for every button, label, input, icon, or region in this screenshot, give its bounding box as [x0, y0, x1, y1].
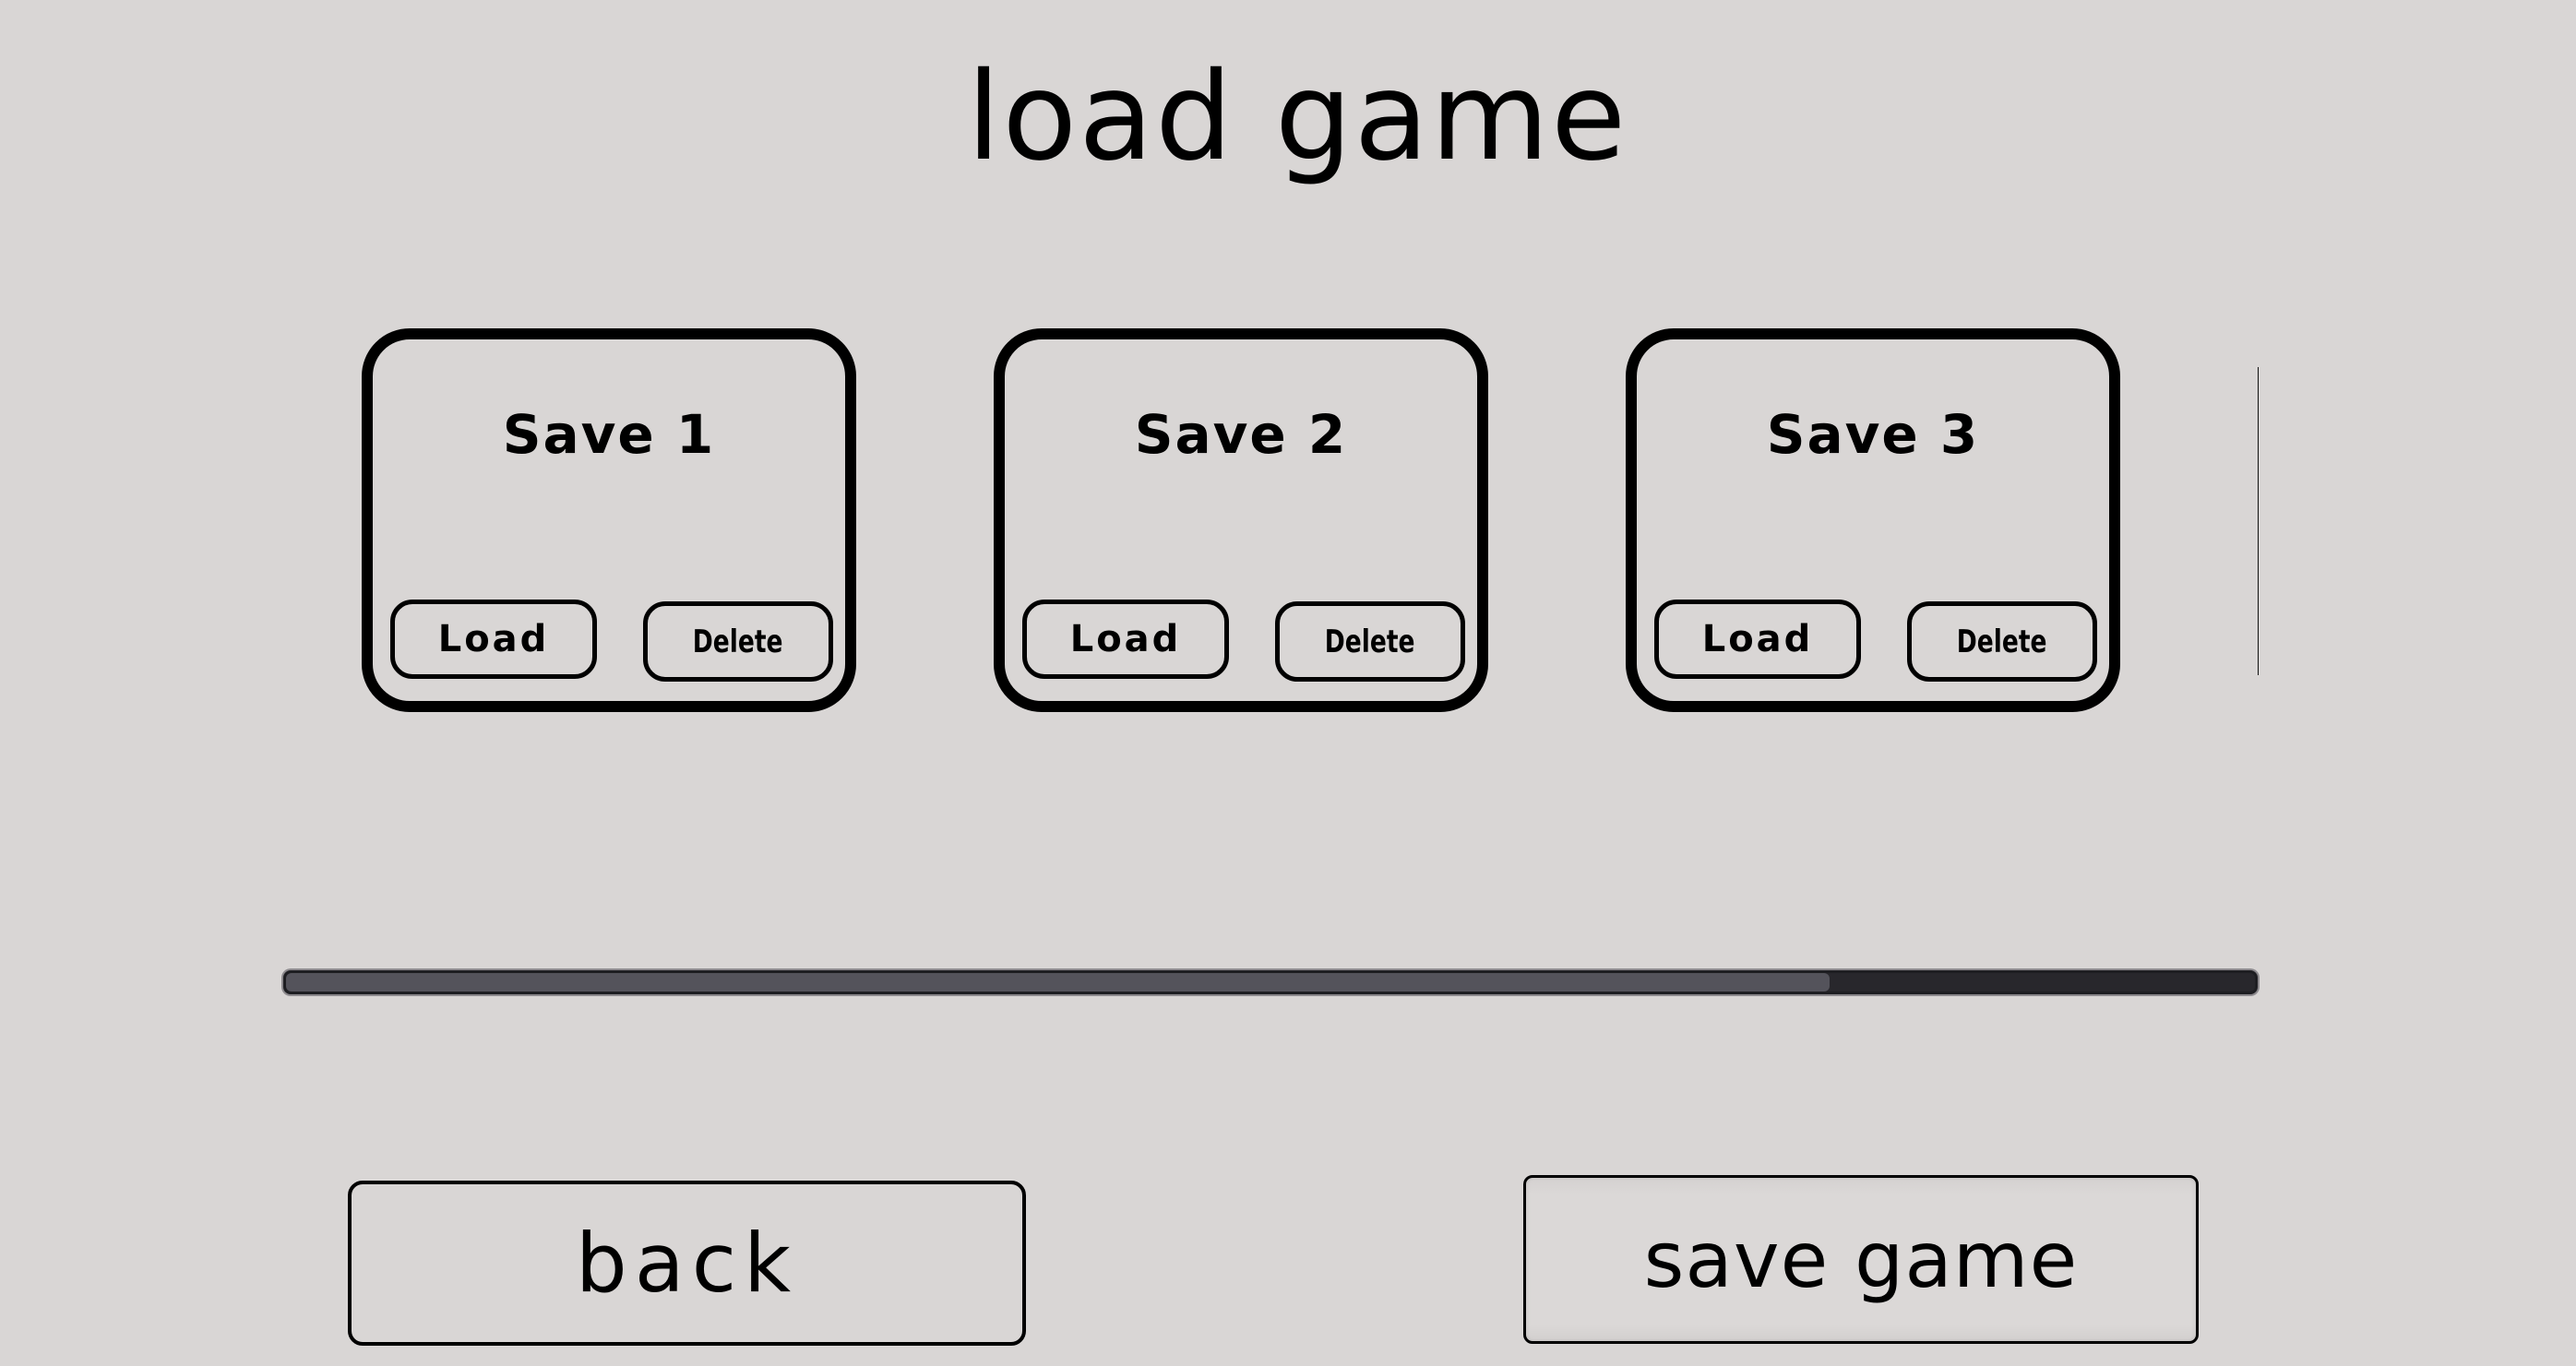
page-title: load game	[966, 46, 1628, 188]
save-slot-title: Save 3	[1766, 403, 1980, 466]
save-slot-title: Save 1	[502, 403, 716, 466]
load-save-1-button[interactable]: Load	[390, 600, 597, 679]
save-slot-card-3: Save 3 Load Delete	[1626, 328, 2120, 712]
delete-save-3-button[interactable]: Delete	[1907, 601, 2097, 682]
save-slot-card-4-clipped	[2258, 367, 2259, 675]
delete-label: Delete	[1325, 623, 1415, 660]
load-save-2-button[interactable]: Load	[1022, 600, 1229, 679]
save-slot-card-1: Save 1 Load Delete	[362, 328, 856, 712]
load-save-3-button[interactable]: Load	[1654, 600, 1861, 679]
save-slot-title: Save 2	[1134, 403, 1348, 466]
delete-save-1-button[interactable]: Delete	[643, 601, 833, 682]
delete-save-2-button[interactable]: Delete	[1275, 601, 1465, 682]
delete-label: Delete	[693, 623, 783, 660]
save-slot-card-2: Save 2 Load Delete	[994, 328, 1488, 712]
save-game-button[interactable]: save game	[1523, 1175, 2199, 1344]
scrollbar-thumb[interactable]	[286, 973, 1830, 992]
delete-label: Delete	[1957, 623, 2047, 660]
back-button[interactable]: back	[348, 1181, 1026, 1346]
carousel-scrollbar[interactable]	[283, 970, 2258, 994]
save-slots-carousel[interactable]: Save 1 Load Delete Save 2 Load Delete Sa…	[283, 314, 2259, 729]
